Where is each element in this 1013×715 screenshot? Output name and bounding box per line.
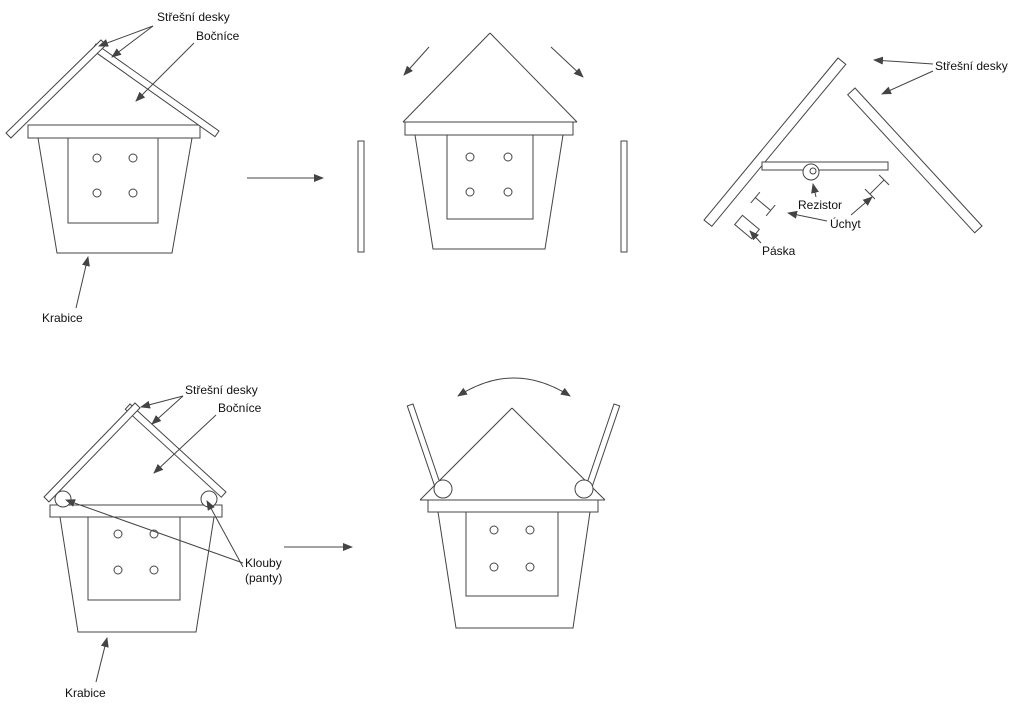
- label-mount: Úchyt: [830, 216, 861, 231]
- pointer-hinge-left: [65, 499, 244, 564]
- label-side-panel: Bočníce: [196, 29, 240, 43]
- removal-arrow-left: [403, 46, 430, 76]
- pointer-roof-board-1: [98, 25, 154, 47]
- pointer-roof-board-2: [111, 25, 154, 58]
- pointer-tape: [749, 230, 762, 244]
- resistor-bar: [761, 161, 889, 171]
- gable-edge-left: [419, 407, 513, 501]
- pointer-side-panel: [135, 42, 195, 102]
- pointer-mount-right: [850, 196, 873, 216]
- label-hinges-line1: Klouby: [245, 556, 282, 570]
- inner-panel: [67, 137, 159, 224]
- mount-bracket-right: [864, 174, 890, 200]
- resistor-coil: [809, 167, 817, 175]
- hinge-left: [54, 490, 72, 508]
- roof-board-left: [703, 57, 847, 227]
- pointer-resistor: [811, 183, 819, 198]
- detached-board-left: [357, 140, 365, 253]
- vent-holes: [113, 529, 159, 575]
- hinge-left: [433, 479, 453, 499]
- box-body: [59, 516, 215, 633]
- pointer-roof-board-2: [881, 70, 934, 95]
- label-box: Krabice: [65, 686, 106, 700]
- removal-arrow-right: [550, 46, 584, 78]
- box-body: [437, 511, 591, 629]
- label-box: Krabice: [42, 311, 83, 325]
- label-resistor: Rezistor: [798, 198, 842, 212]
- pointer-hinge-right: [206, 500, 244, 568]
- hinge-right: [574, 479, 594, 499]
- inner-panel: [465, 511, 559, 597]
- detail-ridge-resistor: Střešní desky Rezistor Úchyt Páska: [703, 56, 1008, 258]
- top-band: [27, 124, 201, 139]
- roof-board-right: [846, 87, 983, 234]
- top-band: [427, 499, 599, 513]
- tape-band: [734, 214, 760, 240]
- swing-arrow: [457, 377, 571, 397]
- label-side-panel: Bočníce: [218, 401, 262, 415]
- roof-board-right: [91, 43, 220, 138]
- label-roof-boards: Střešní desky: [935, 59, 1008, 73]
- pointer-roof-board-1: [873, 56, 934, 65]
- gable-edge-left: [402, 32, 491, 123]
- step1-assembled-house: Střešní desky Bočníce Krabice: [5, 10, 240, 325]
- vent-holes: [92, 153, 138, 198]
- inner-panel: [446, 134, 534, 220]
- gable-edge-right: [489, 32, 578, 123]
- resistor-body: [802, 163, 820, 181]
- detached-board-right: [620, 140, 628, 253]
- open-board-left: [406, 403, 444, 495]
- pointer-mount-left: [787, 210, 828, 222]
- roof-board-left: [5, 39, 107, 139]
- pointer-box: [75, 256, 90, 309]
- pointer-roof-board-1: [140, 395, 184, 409]
- step4-roof-open: [406, 377, 621, 629]
- top-band: [49, 504, 223, 518]
- pointer-box: [95, 637, 109, 683]
- mount-bracket-left: [750, 191, 776, 217]
- step2-boards-removed: [357, 32, 628, 253]
- label-roof-boards: Střešní desky: [185, 383, 258, 397]
- box-body: [414, 134, 564, 250]
- label-hinges-line2: (panty): [245, 571, 282, 585]
- roof-board-right: [124, 403, 227, 498]
- label-roof-boards: Střešní desky: [157, 10, 230, 24]
- pointer-side-panel: [153, 414, 217, 474]
- label-tape: Páska: [762, 244, 796, 258]
- roof-board-left: [43, 402, 141, 503]
- pointer-roof-board-2: [151, 395, 184, 425]
- vent-holes: [489, 525, 535, 572]
- top-band: [404, 121, 574, 136]
- inner-panel: [87, 516, 181, 601]
- box-body: [37, 137, 193, 254]
- open-board-right: [583, 403, 621, 495]
- step3-hinged-house: Střešní desky Bočníce Klouby (panty) Kra…: [43, 383, 282, 700]
- vent-holes: [465, 152, 513, 197]
